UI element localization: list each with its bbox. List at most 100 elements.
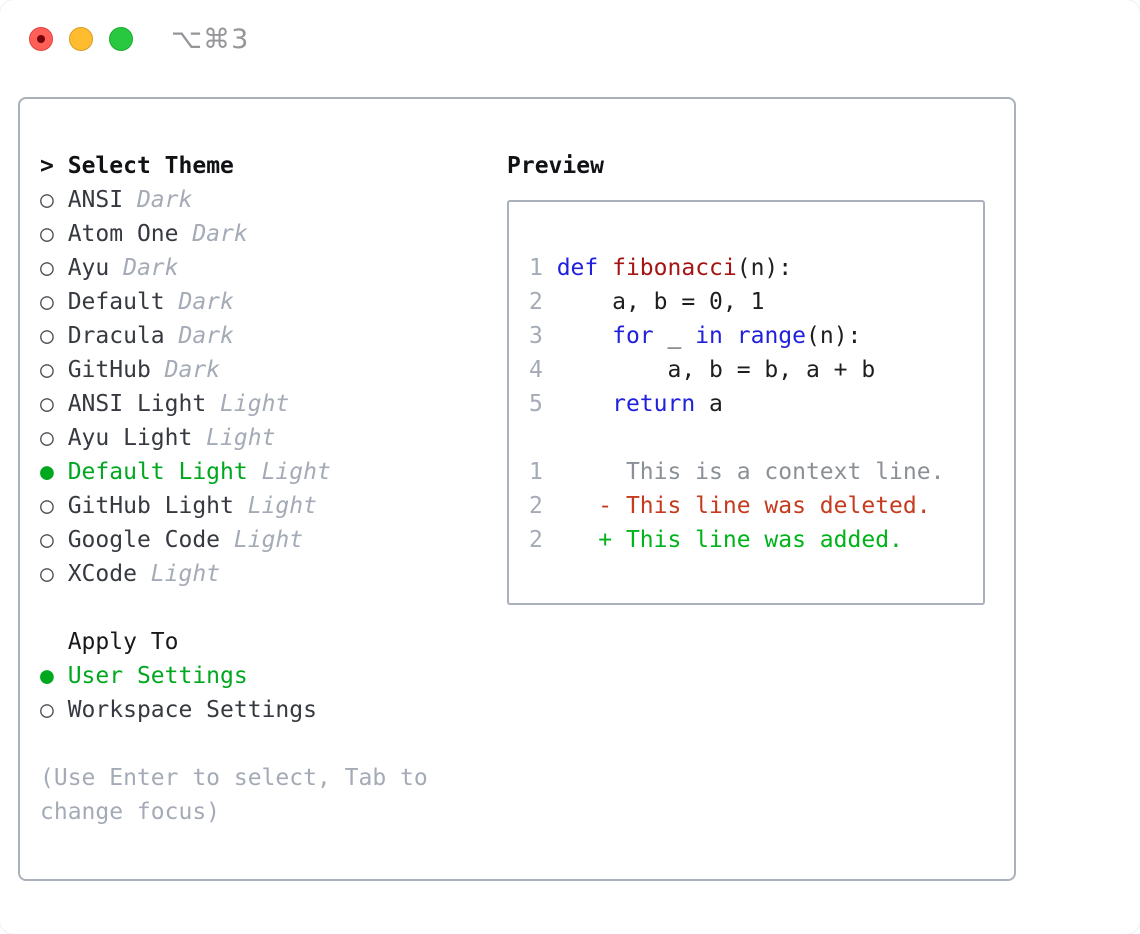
theme-option[interactable]: ○ XCode Light <box>40 557 507 591</box>
code-segment-kw: return <box>612 391 696 417</box>
code-segment-ctx: This is a context line. <box>556 459 945 485</box>
code-segment-pl <box>723 323 737 349</box>
theme-option[interactable]: ○ GitHub Light Light <box>40 489 507 523</box>
option-label: Dracula <box>67 323 165 349</box>
apply-to-list: ● User Settings○ Workspace Settings <box>40 659 507 727</box>
option-variant-tag: Dark <box>109 255 179 281</box>
theme-option[interactable]: ○ Default Dark <box>40 285 507 319</box>
select-theme-header-label: Select Theme <box>67 153 234 179</box>
theme-option[interactable]: ○ Ayu Dark <box>40 251 507 285</box>
radio-unselected-icon: ○ <box>40 493 68 519</box>
radio-unselected-icon: ○ <box>40 357 68 383</box>
theme-option-selected[interactable]: ● Default Light Light <box>40 455 507 489</box>
radio-unselected-icon: ○ <box>40 391 68 417</box>
code-line: 5 return a <box>529 387 983 421</box>
radio-unselected-icon: ○ <box>40 527 68 553</box>
code-segment-ln: 3 <box>529 323 557 349</box>
theme-option[interactable]: ○ ANSI Dark <box>40 183 507 217</box>
radio-unselected-icon: ○ <box>40 561 68 587</box>
code-line: 2 - This line was deleted. <box>529 489 983 523</box>
option-label: XCode <box>67 561 137 587</box>
code-segment-kw: range <box>736 323 806 349</box>
radio-unselected-icon: ○ <box>40 255 68 281</box>
option-variant-tag: Light <box>233 493 317 519</box>
apply-option[interactable]: ○ Workspace Settings <box>40 693 507 727</box>
select-theme-header: > Select Theme <box>40 149 507 183</box>
code-line <box>529 421 983 455</box>
option-label: GitHub <box>67 357 151 383</box>
code-line: 1 def fibonacci(n): <box>529 251 983 285</box>
radio-selected-icon: ● <box>40 663 68 689</box>
option-variant-tag: Light <box>192 425 276 451</box>
code-segment-pl <box>557 391 612 417</box>
title-bar: ⌥⌘3 <box>29 24 249 55</box>
code-segment-ln: 4 <box>529 357 557 383</box>
focus-caret-icon: > <box>40 153 54 179</box>
code-segment-pl: _ <box>653 323 696 349</box>
window-shortcut-label: ⌥⌘3 <box>171 23 250 55</box>
preview-title: Preview <box>507 153 604 179</box>
theme-option[interactable]: ○ Atom One Dark <box>40 217 507 251</box>
code-segment-fn: fibonacci <box>612 255 737 281</box>
option-variant-tag: Light <box>136 561 221 587</box>
code-segment-pl: (n): <box>806 323 862 349</box>
radio-unselected-icon: ○ <box>40 697 68 723</box>
code-segment-ln: 1 <box>529 459 557 485</box>
code-segment-del: - This line was deleted. <box>556 493 931 519</box>
option-variant-tag: Light <box>220 527 304 553</box>
code-segment-pl: a <box>695 391 723 417</box>
minimize-icon[interactable] <box>69 27 93 51</box>
theme-option[interactable]: ○ GitHub Dark <box>40 353 507 387</box>
theme-option[interactable]: ○ Ayu Light Light <box>40 421 507 455</box>
option-variant-tag: Dark <box>164 323 234 349</box>
radio-selected-icon: ● <box>40 459 68 485</box>
zoom-icon[interactable] <box>109 27 133 51</box>
option-variant-tag: Dark <box>164 289 234 315</box>
code-segment-ln: 1 <box>529 255 557 281</box>
spacer <box>40 591 507 625</box>
option-variant-tag: Dark <box>123 187 193 213</box>
option-label: Default Light <box>67 459 248 485</box>
radio-unselected-icon: ○ <box>40 221 68 247</box>
code-line: 2 + This line was added. <box>529 523 983 557</box>
radio-unselected-icon: ○ <box>40 323 68 349</box>
option-variant-tag: Light <box>247 459 331 485</box>
theme-selector-column: > Select Theme ○ ANSI Dark○ Atom One Dar… <box>40 149 507 879</box>
code-segment-pl <box>557 323 612 349</box>
apply-option-selected[interactable]: ● User Settings <box>40 659 507 693</box>
code-segment-kw: in <box>695 323 723 349</box>
code-segment-pl: a, b = b, a + b <box>556 357 876 383</box>
radio-unselected-icon: ○ <box>40 289 68 315</box>
option-label: ANSI <box>67 187 124 213</box>
spacer <box>40 727 507 761</box>
code-segment-pl: a, b = 0, 1 <box>556 289 765 315</box>
option-label: Workspace Settings <box>67 697 317 723</box>
content-panel: > Select Theme ○ ANSI Dark○ Atom One Dar… <box>18 97 1016 881</box>
option-label: Atom One <box>67 221 179 247</box>
code-segment-ln: 2 <box>529 527 557 553</box>
option-label: Ayu Light <box>67 425 193 451</box>
theme-option[interactable]: ○ Dracula Dark <box>40 319 507 353</box>
radio-unselected-icon: ○ <box>40 187 68 213</box>
close-dot-icon <box>37 35 45 43</box>
theme-option[interactable]: ○ ANSI Light Light <box>40 387 507 421</box>
code-segment-pl: (n): <box>736 255 793 281</box>
preview-column: Preview 1 def fibonacci(n):2 a, b = 0, 1… <box>507 149 1014 879</box>
code-line: 2 a, b = 0, 1 <box>529 285 983 319</box>
code-segment-ln: 5 <box>529 391 557 417</box>
apply-to-header: Apply To <box>67 629 179 655</box>
theme-option[interactable]: ○ Google Code Light <box>40 523 507 557</box>
option-label: User Settings <box>67 663 248 689</box>
option-label: Google Code <box>67 527 221 553</box>
option-variant-tag: Dark <box>150 357 221 383</box>
help-text: (Use Enter to select, Tab to change focu… <box>40 765 428 825</box>
code-segment-kw: for <box>612 323 654 349</box>
close-icon[interactable] <box>29 27 53 51</box>
theme-list: ○ ANSI Dark○ Atom One Dark○ Ayu Dark○ De… <box>40 183 507 591</box>
code-line: 1 This is a context line. <box>529 455 983 489</box>
code-line: 3 for _ in range(n): <box>529 319 983 353</box>
code-segment-ln: 2 <box>529 493 557 519</box>
